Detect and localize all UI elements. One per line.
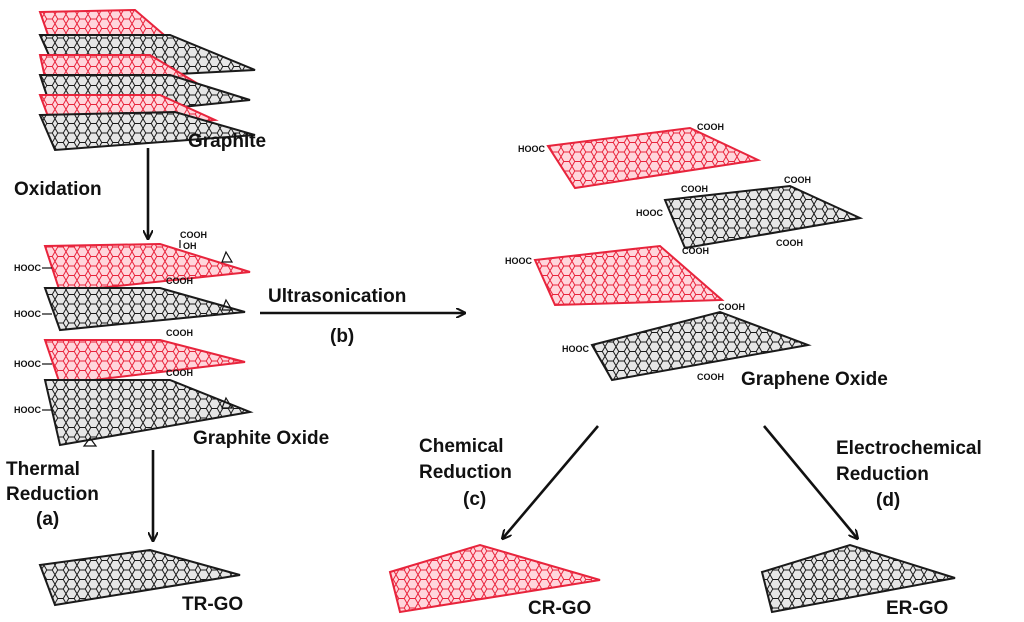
graphite-oxide-label: Graphite Oxide <box>193 428 329 449</box>
graphite-layer-6 <box>38 110 256 152</box>
hooc-group: HOOC <box>14 359 42 369</box>
go-layer-3 <box>43 339 246 386</box>
chemical-label-tag: (c) <box>463 489 486 510</box>
hooc-group: HOOC <box>14 263 42 273</box>
hooc-group: HOOC <box>636 208 664 218</box>
chemical-label-line2: Reduction <box>419 462 512 483</box>
cooh-group: COOH <box>682 246 709 256</box>
thermal-label-line2: Reduction <box>6 484 99 505</box>
go-functional-groups: COOH OH HOOC HOOC HOOC HOOC COOH COOH CO… <box>14 230 234 447</box>
graphene-oxide-label: Graphene Oxide <box>741 369 888 390</box>
cooh-group: COOH <box>180 230 207 240</box>
ultrasonication-label: Ultrasonication <box>268 286 406 307</box>
chemical-label-line1: Chemical <box>419 436 503 457</box>
graphite-stack <box>38 8 256 152</box>
graphene-oxide-sheets: HOOC COOH COOH HOOC COOH COOH HOOC COOH … <box>505 122 864 382</box>
thermal-label-line1: Thermal <box>6 459 80 480</box>
crgo-sheet <box>388 543 601 614</box>
cooh-group: COOH <box>784 175 811 185</box>
crgo-label: CR-GO <box>528 598 591 619</box>
gro-sheet-4: HOOC COOH COOH <box>562 302 812 382</box>
cooh-group: COOH <box>776 238 803 248</box>
cooh-group: COOH <box>681 184 708 194</box>
trgo-sheet <box>38 548 241 607</box>
thermal-label-tag: (a) <box>36 509 59 530</box>
go-layer-1 <box>43 242 251 294</box>
gro-sheet-1: HOOC COOH COOH <box>518 122 762 194</box>
go-layer-4 <box>43 379 254 447</box>
hooc-group: HOOC <box>518 144 546 154</box>
go-layer-2 <box>43 287 246 332</box>
hooc-group: HOOC <box>14 405 42 415</box>
oh-group: OH <box>183 241 197 251</box>
gro-sheet-2: HOOC COOH COOH <box>636 175 864 250</box>
cooh-group: COOH <box>697 372 724 382</box>
graphite-oxide-stack: COOH OH HOOC HOOC HOOC HOOC COOH COOH CO… <box>14 230 254 447</box>
graphite-label: Graphite <box>188 131 266 152</box>
ergo-sheet <box>760 543 956 614</box>
electrochemical-reduction-arrow <box>762 425 857 538</box>
electrochemical-label-tag: (d) <box>876 490 900 511</box>
cooh-group: COOH <box>166 276 193 286</box>
trgo-label: TR-GO <box>182 594 243 615</box>
cooh-group: COOH <box>166 368 193 378</box>
ultrasonication-tag: (b) <box>330 326 354 347</box>
cooh-group: COOH <box>718 302 745 312</box>
cooh-group: COOH <box>166 328 193 338</box>
oxidation-label: Oxidation <box>14 179 102 200</box>
cooh-group: COOH <box>697 122 724 132</box>
electrochemical-label-line1: Electrochemical <box>836 438 982 459</box>
hooc-group: HOOC <box>505 256 533 266</box>
ergo-label: ER-GO <box>886 598 948 619</box>
chemical-reduction-arrow <box>503 425 599 538</box>
electrochemical-label-line2: Reduction <box>836 464 929 485</box>
hooc-group: HOOC <box>562 344 590 354</box>
hooc-group: HOOC <box>14 309 42 319</box>
gro-sheet-3: HOOC COOH <box>505 244 725 307</box>
